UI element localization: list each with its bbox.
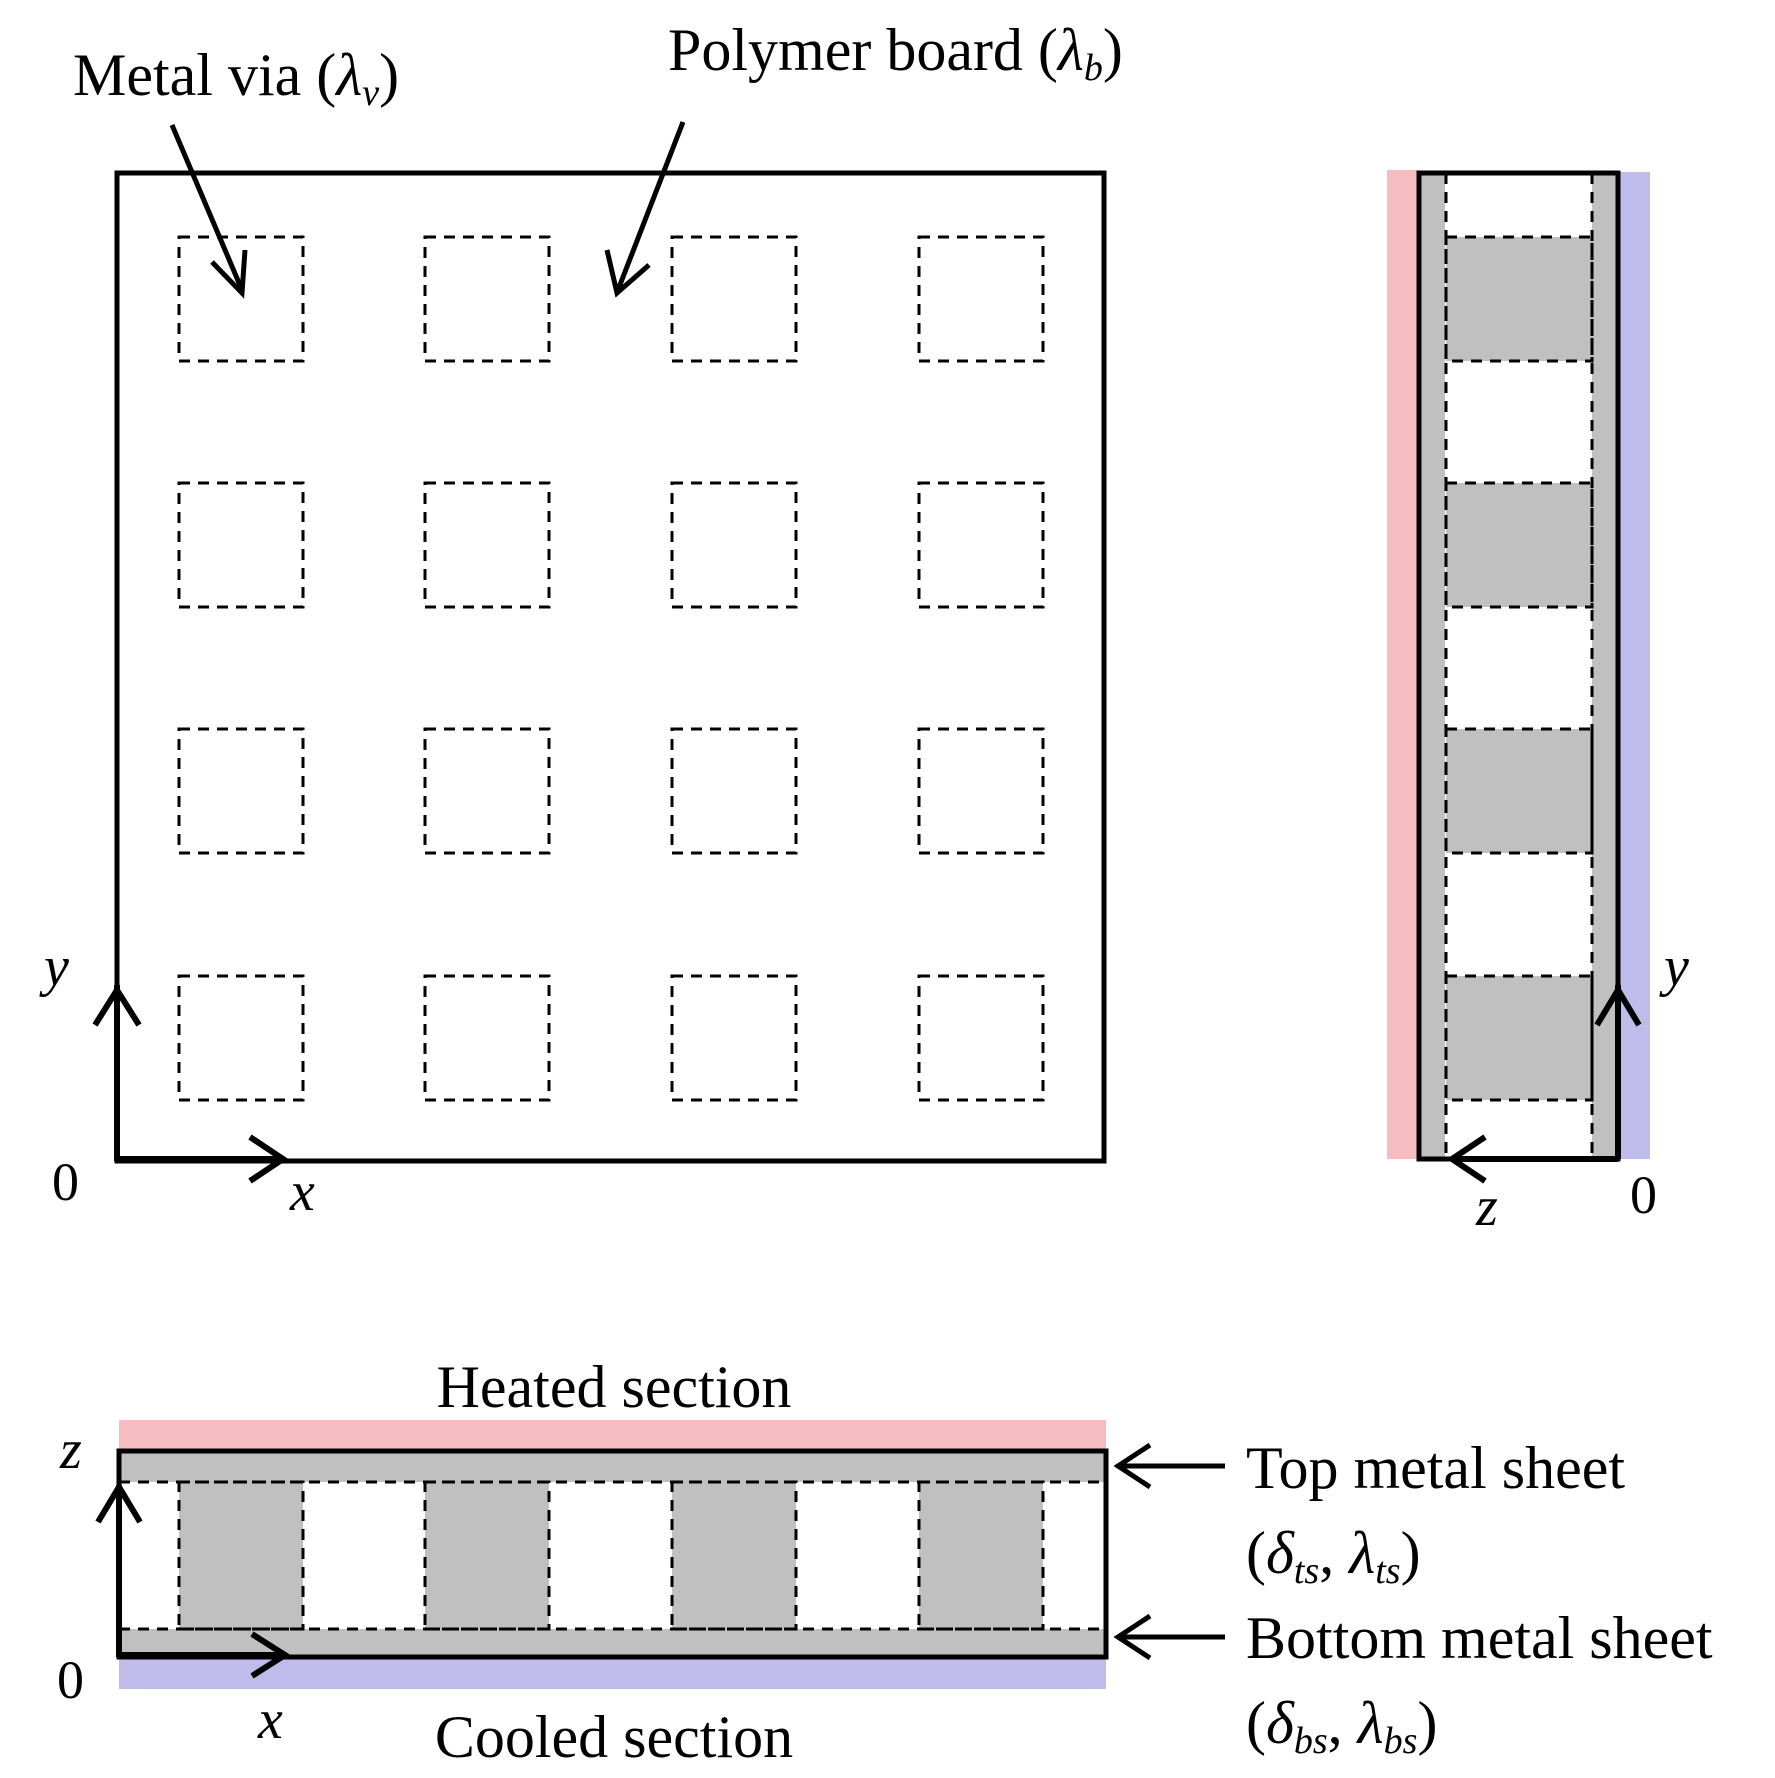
side-view-y-label: y [1659, 936, 1689, 998]
side-view-via [1444, 727, 1594, 855]
metal-via-label: Metal via (λv) [73, 42, 399, 114]
polymer-board-outline [114, 170, 1107, 1164]
top-view-y-arrowhead [92, 984, 142, 1027]
top-view-via [917, 235, 1045, 363]
bottom-metal-sheet-label: Bottom metal sheet [1246, 1605, 1713, 1671]
side-top-metal-sheet [1419, 173, 1445, 1159]
top-sheet-arrowhead [1113, 1442, 1152, 1490]
front-view-x-label: x [257, 1689, 283, 1751]
top-view-via [670, 481, 798, 609]
cooled-section-label: Cooled section [435, 1704, 793, 1770]
bottom-metal-sheet-params: (δbs, λbs) [1246, 1690, 1437, 1762]
top-metal-sheet-label: Top metal sheet [1246, 1435, 1625, 1501]
top-metal-sheet-params: (δts, λts) [1246, 1520, 1421, 1592]
polymer-board-arrowhead [604, 249, 651, 298]
top-view-y-label: y [39, 936, 69, 998]
front-view-via [177, 1480, 305, 1631]
top-view-via [670, 974, 798, 1102]
cooled-section-strip [119, 1657, 1106, 1689]
side-heated-strip [1387, 170, 1417, 1159]
heated-section-label: Heated section [437, 1354, 792, 1420]
front-view-via [423, 1480, 551, 1631]
top-view-via [423, 727, 551, 855]
front-view-x-arrowhead [250, 1631, 291, 1679]
front-view: z x 0 Heated section Cooled section Top … [57, 1354, 1713, 1770]
top-view-via [177, 235, 305, 363]
metal-via-arrow [169, 124, 245, 291]
top-view-vias [177, 235, 1045, 1102]
front-view-z-label: z [59, 1419, 82, 1481]
side-view-via [1444, 974, 1594, 1102]
side-cooled-strip [1619, 172, 1650, 1159]
top-view: y x 0 Metal via (λv) Polymer board (λb) [39, 17, 1123, 1223]
front-view-origin-label: 0 [57, 1650, 84, 1710]
side-view-vias [1444, 235, 1594, 1102]
side-view: y z 0 [1387, 170, 1689, 1238]
top-view-via [917, 481, 1045, 609]
front-view-via [670, 1480, 798, 1631]
top-view-via [423, 481, 551, 609]
top-view-x-label: x [289, 1161, 315, 1223]
side-view-via [1444, 481, 1594, 609]
top-view-via [670, 727, 798, 855]
front-top-metal-sheet [119, 1451, 1106, 1482]
front-view-via [917, 1480, 1045, 1631]
metal-via-arrowhead [210, 249, 248, 299]
top-view-via [917, 727, 1045, 855]
top-view-via [917, 974, 1045, 1102]
side-view-z-label: z [1475, 1176, 1498, 1238]
side-view-via [1444, 235, 1594, 363]
polymer-board-label: Polymer board (λb) [668, 17, 1123, 89]
top-view-x-arrowhead [248, 1134, 289, 1184]
polymer-board-arrow [615, 121, 686, 291]
top-view-via [177, 974, 305, 1102]
front-view-z-arrowhead [95, 1481, 143, 1524]
bottom-sheet-arrowhead [1113, 1613, 1152, 1661]
side-view-y-arrowhead [1594, 984, 1642, 1027]
heated-section-strip [119, 1420, 1106, 1451]
top-view-via [423, 235, 551, 363]
top-view-via [670, 235, 798, 363]
top-view-origin-label: 0 [52, 1152, 79, 1212]
side-view-z-arrowhead [1446, 1134, 1487, 1184]
top-view-via [423, 974, 551, 1102]
top-view-via [177, 481, 305, 609]
front-view-vias [177, 1480, 1045, 1631]
side-view-origin-label: 0 [1630, 1165, 1657, 1225]
top-view-via [177, 727, 305, 855]
